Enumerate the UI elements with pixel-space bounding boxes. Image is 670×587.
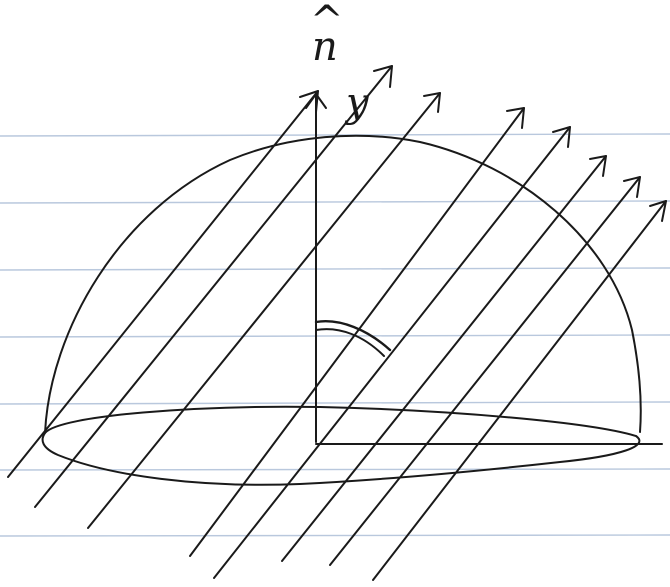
ray-arrow (372, 200, 667, 581)
ruled-line (0, 334, 670, 338)
ray-arrow (281, 155, 607, 562)
ray-arrow (213, 126, 571, 579)
ray-arrow (189, 107, 525, 557)
ruled-line (0, 534, 670, 537)
ray-label: y (344, 80, 370, 126)
ruled-line (0, 200, 670, 204)
ray-arrow (34, 65, 393, 508)
ray-group (7, 65, 667, 581)
hemisphere-dome (44, 134, 642, 434)
ruled-lines (0, 133, 670, 537)
angle-arc (314, 320, 392, 357)
normal-axis (305, 93, 327, 443)
base-ellipse (41, 405, 641, 486)
normal-label: n (312, 24, 338, 70)
ruled-line (0, 267, 670, 271)
normal-hat-mark: ^ (310, 0, 344, 44)
ray-arrow (329, 176, 641, 566)
ray-arrow (87, 92, 441, 529)
ruled-line (0, 401, 670, 405)
ray-arrow (7, 90, 319, 478)
